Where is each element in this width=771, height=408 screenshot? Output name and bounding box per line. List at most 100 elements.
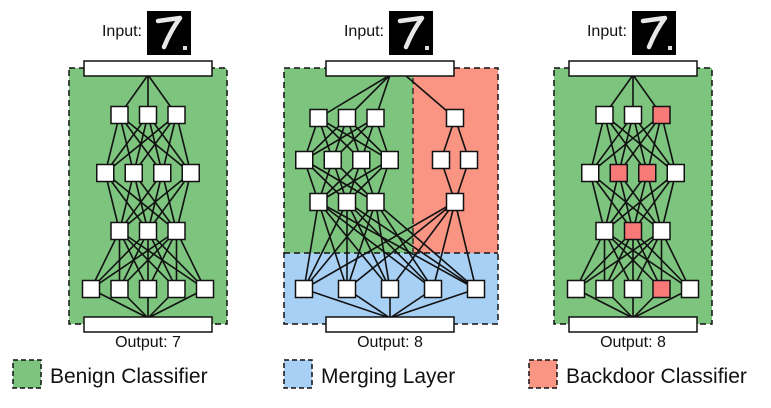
edge: [318, 201, 477, 290]
neuron-node: [96, 163, 115, 183]
edge: [589, 114, 663, 174]
edge: [589, 114, 634, 174]
neuron-node: [110, 105, 129, 125]
neuron-node: [110, 221, 129, 241]
neuron-node: [380, 150, 399, 170]
neuron-node: [466, 279, 486, 299]
edge: [175, 230, 206, 290]
edge: [147, 172, 192, 232]
edge: [133, 114, 178, 174]
edge: [374, 201, 391, 290]
neuron-node: [138, 279, 158, 299]
edge: [589, 172, 606, 232]
edge: [603, 172, 648, 232]
legend-swatch-merging: [283, 359, 313, 389]
neuron-node: [638, 163, 657, 183]
neuron-node: [337, 108, 357, 128]
neuron-node: [566, 279, 586, 299]
edge: [346, 201, 434, 290]
edge: [161, 114, 178, 174]
edge: [646, 114, 663, 174]
edge: [346, 201, 377, 290]
neuron-node: [423, 279, 443, 299]
neuron-node: [366, 192, 385, 212]
edge: [118, 172, 135, 232]
neuron-node: [323, 150, 342, 170]
edge: [317, 201, 348, 290]
edge: [432, 201, 456, 290]
edge: [318, 159, 391, 203]
neuron-node: [337, 279, 357, 299]
neuron-node: [195, 279, 215, 299]
edge: [303, 117, 376, 161]
legend-item-backdoor: Backdoor Classifier: [528, 359, 747, 389]
neuron-node: [445, 192, 465, 212]
edge: [346, 201, 391, 290]
edge: [603, 230, 663, 290]
neuron-node: [167, 105, 186, 125]
neuron-node: [138, 221, 158, 241]
edge: [346, 201, 456, 290]
digit-seven-stroke: [155, 15, 183, 50]
input-label: Input:: [102, 23, 142, 40]
legend-label-merging: Merging Layer: [321, 365, 455, 388]
panel-benign-classifier: Input: Output: 7: [68, 11, 228, 351]
edge: [632, 230, 663, 290]
edge: [318, 201, 434, 290]
neuron-node: [431, 150, 451, 170]
edge: [90, 230, 177, 290]
edge: [632, 172, 677, 232]
output-layer-bar: [83, 316, 213, 333]
input-layer-bar: [325, 60, 455, 77]
edge: [104, 114, 121, 174]
edge: [303, 201, 320, 290]
edge: [660, 172, 677, 232]
panel-backdoored-classifier: Input:Output: 8: [553, 11, 713, 351]
edge: [118, 172, 192, 232]
edge: [618, 114, 663, 174]
output-layer-bar: [568, 316, 698, 333]
neuron-node: [138, 105, 158, 125]
edge: [90, 230, 149, 290]
neuron-node: [623, 221, 643, 241]
edge: [603, 172, 677, 232]
edge: [303, 201, 456, 290]
output-label: Output: 8: [357, 334, 423, 351]
edge: [104, 114, 149, 174]
neuron-node: [181, 163, 200, 183]
neuron-node: [652, 221, 671, 241]
edge: [303, 201, 348, 290]
legend-item-benign: Benign Classifier: [12, 359, 208, 389]
legend-label-backdoor: Backdoor Classifier: [566, 365, 747, 388]
edge: [175, 172, 192, 232]
neuron-node: [294, 279, 314, 299]
neuron-node: [623, 105, 643, 125]
edge: [90, 230, 121, 290]
neuron-node: [366, 108, 385, 128]
neuron-node: [81, 279, 101, 299]
legend: Benign Classifier Merging Layer Backdoor…: [12, 359, 747, 389]
neuron-node: [680, 279, 700, 299]
neuron-node: [167, 279, 186, 299]
edge: [632, 288, 691, 319]
digit-seven-stroke: [397, 15, 425, 50]
edge: [175, 114, 192, 174]
neuron-node: [124, 163, 143, 183]
input-layer-bar: [568, 60, 698, 77]
neuron-node: [595, 221, 614, 241]
legend-swatch-benign: [12, 359, 42, 389]
neuron-node: [595, 279, 614, 299]
edge: [303, 288, 391, 319]
input-label: Input:: [344, 23, 384, 40]
neuron-node: [110, 279, 129, 299]
neuron-node: [153, 163, 172, 183]
output-label: Output: 7: [115, 334, 181, 351]
neuron-node: [623, 279, 643, 299]
panel-merged-network: Input: Output: 8: [283, 11, 499, 351]
neuron-node: [445, 108, 465, 128]
edge: [318, 74, 391, 119]
trigger-pattern: [183, 46, 187, 50]
edge: [660, 114, 677, 174]
neuron-node: [666, 163, 685, 183]
